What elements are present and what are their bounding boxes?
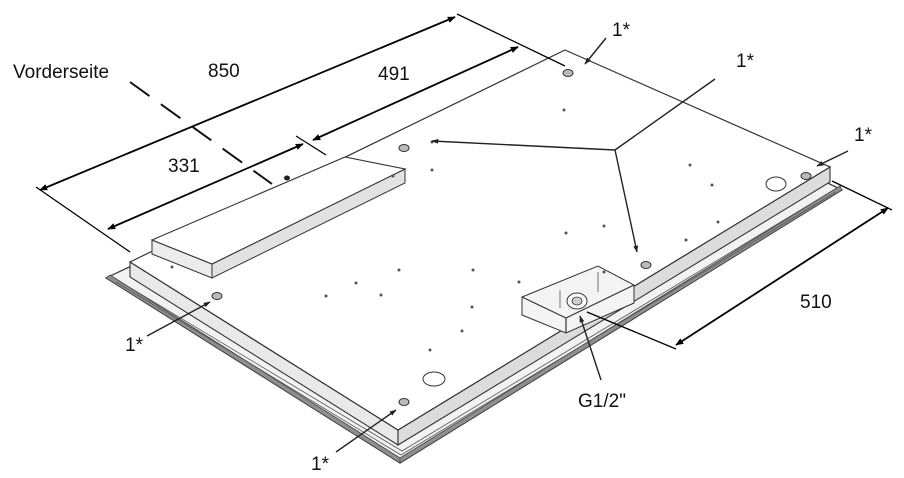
mount-label-bottom: 1*: [311, 454, 330, 475]
connection-label: G1/2": [578, 391, 626, 412]
mount-label-right: 1*: [854, 125, 873, 146]
leader-lines: [146, 37, 849, 453]
front-side-label: Vorderseite: [13, 62, 109, 83]
hole-right: [800, 172, 812, 180]
mount-label-left: 1*: [125, 335, 144, 356]
connection-housing: [521, 265, 635, 334]
dimension-510-label: 510: [800, 292, 832, 313]
mount-label-top: 1*: [612, 20, 631, 41]
hole-center: [640, 261, 652, 269]
front-side-dashed-line: [129, 81, 273, 185]
drain-right: [765, 176, 787, 192]
dimension-491-label: 491: [378, 64, 410, 85]
hole-top: [562, 69, 574, 77]
hole-rear-left: [398, 144, 410, 152]
hole-left: [211, 292, 223, 300]
dimension-491: [295, 46, 519, 156]
dimension-510: [586, 180, 893, 350]
hole-bottom: [398, 398, 410, 406]
dimension-331: [107, 143, 304, 230]
mount-label-center: 1*: [736, 51, 755, 72]
dimension-331-label: 331: [168, 156, 200, 177]
drain-left: [422, 371, 446, 387]
dimension-850-label: 850: [208, 61, 240, 82]
